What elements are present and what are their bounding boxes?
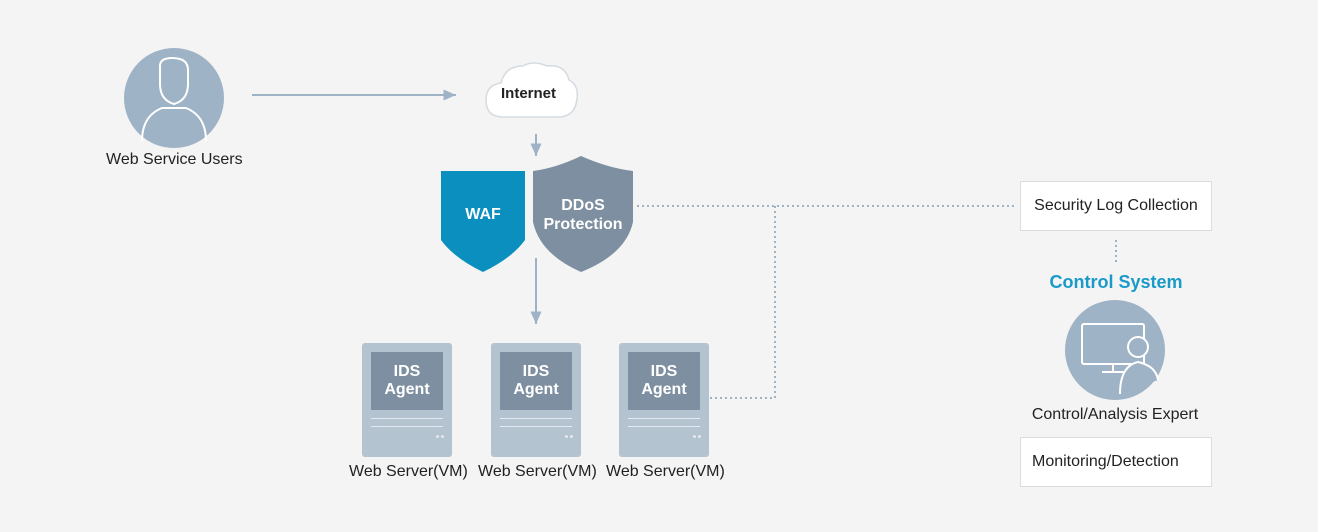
server-divider (371, 418, 443, 419)
ddos-label-line1: DDoS (561, 197, 605, 214)
internet-label: Internet (501, 85, 557, 102)
ids-agent-line1: IDS (522, 363, 550, 380)
waf-shield-icon (441, 171, 525, 272)
user-avatar-icon (124, 48, 224, 148)
expert-label: Control/Analysis Expert (1031, 406, 1199, 423)
server-led (570, 435, 573, 438)
web-server-3: IDS Agent (619, 343, 709, 457)
ids-agent-line2: Agent (641, 381, 687, 398)
server-divider (500, 418, 572, 419)
web-server-2-label: Web Server(VM) (478, 463, 597, 480)
ids-agent-panel: IDS Agent (371, 352, 443, 410)
ddos-shield-icon (533, 156, 633, 272)
server-led (565, 435, 568, 438)
cloud-icon (485, 62, 579, 118)
log-connector-lines (637, 205, 1117, 399)
web-server-2: IDS Agent (491, 343, 581, 457)
security-log-collection-box: Security Log Collection (1020, 181, 1212, 231)
ddos-label: DDoS Protection (533, 196, 633, 234)
server-led (693, 435, 696, 438)
server-divider (371, 426, 443, 427)
server-led (441, 435, 444, 438)
ids-agent-line1: IDS (650, 363, 678, 380)
server-divider (628, 418, 700, 419)
web-server-1-label: Web Server(VM) (349, 463, 468, 480)
expert-monitor-icon (1065, 300, 1165, 400)
ddos-label-line2: Protection (543, 216, 623, 233)
server-divider (628, 426, 700, 427)
users-label: Web Service Users (106, 151, 243, 168)
server-led (436, 435, 439, 438)
waf-label: WAF (465, 206, 501, 223)
server-divider (500, 426, 572, 427)
ids-agent-panel: IDS Agent (628, 352, 700, 410)
ids-agent-line2: Agent (513, 381, 559, 398)
server-led (698, 435, 701, 438)
ids-agent-panel: IDS Agent (500, 352, 572, 410)
monitoring-detection-box: Monitoring/Detection (1020, 437, 1212, 487)
web-server-3-label: Web Server(VM) (606, 463, 725, 480)
ids-agent-line2: Agent (384, 381, 430, 398)
control-system-title: Control System (1049, 272, 1183, 292)
web-server-1: IDS Agent (362, 343, 452, 457)
ids-agent-line1: IDS (393, 363, 421, 380)
